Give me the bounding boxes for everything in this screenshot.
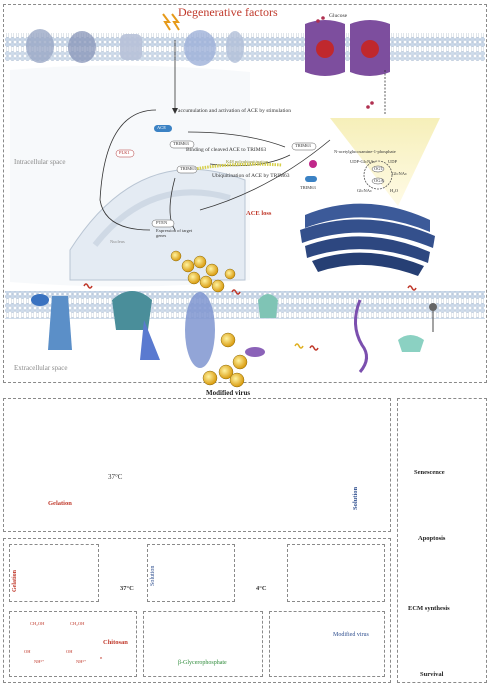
text-binding: Binding of cleaved ACE to TRIM63 bbox=[186, 147, 267, 153]
label-ace: ACE bbox=[157, 125, 166, 130]
virus-cluster-top bbox=[170, 250, 248, 388]
label-udp: UDP bbox=[388, 159, 398, 164]
text-accumulation: accumulation and activation of ACE by st… bbox=[178, 108, 292, 114]
label-oh-1: OH bbox=[24, 649, 31, 654]
label-expression: Expression of target genes bbox=[156, 228, 196, 239]
glucose-transporter-2 bbox=[350, 20, 390, 76]
label-senescence: Senescence bbox=[414, 469, 445, 476]
label-ogt: OGT bbox=[374, 166, 384, 171]
modified-virus-box bbox=[269, 611, 385, 677]
label-chitosan: Chitosan bbox=[103, 639, 128, 646]
label-intracellular-space: Intracellular space bbox=[14, 158, 66, 166]
solution-box bbox=[147, 544, 235, 602]
label-survival: Survival bbox=[420, 671, 444, 678]
endoplasmic-reticulum bbox=[300, 203, 435, 276]
label-temp37-bottom: 37°C bbox=[120, 585, 134, 592]
label-ch2oh-1: CH₂OH bbox=[30, 621, 45, 626]
label-h2o: H₂O bbox=[390, 188, 399, 193]
label-glcnac-b: GlcNAc bbox=[357, 188, 372, 193]
label-trim63-d: TRIM63 bbox=[300, 185, 316, 190]
label-nucleus: Nucleus bbox=[110, 239, 125, 244]
label-extracellular-space: Extracellular space bbox=[14, 364, 68, 372]
outcomes-panel bbox=[397, 398, 487, 683]
label-gelation-bottom: Gelation bbox=[12, 570, 18, 592]
label-trim63-a: TRIM63 bbox=[173, 141, 189, 146]
label-ecm-synthesis: ECM synthesis bbox=[408, 605, 450, 612]
label-np: NP bbox=[60, 465, 70, 473]
label-solution-mid: Solution bbox=[352, 486, 359, 510]
label-pten: PTEN bbox=[156, 220, 168, 225]
label-trim63-c: TRIM63 bbox=[295, 143, 311, 148]
label-sub-n: n bbox=[100, 655, 103, 660]
label-trim63-b: TRIM63 bbox=[180, 166, 196, 171]
text-expression: Expression of target genes bbox=[156, 228, 193, 238]
gelation-box bbox=[9, 544, 99, 602]
label-n-acetyl: N-acetylglucosamine-1-phosphate bbox=[334, 149, 396, 154]
label-ubiquitination: Ubiquitination of ACE by TRIM63 bbox=[212, 173, 292, 179]
chitosan-box bbox=[9, 611, 137, 677]
title-degenerative-factors: Degenerative factors bbox=[178, 5, 278, 19]
label-gelation-mid: Gelation bbox=[48, 500, 72, 507]
label-accumulation: accumulation and activation of ACE by st… bbox=[178, 108, 298, 114]
label-temp-mid: 37°C bbox=[108, 473, 123, 481]
hydrogel-panel bbox=[3, 538, 391, 683]
label-solution-bottom: Solution bbox=[150, 565, 156, 586]
glucose-transporter-1 bbox=[305, 20, 345, 76]
label-oh-2: OH bbox=[66, 649, 73, 654]
label-nh-1: NH³⁺ bbox=[34, 659, 45, 664]
virus-mesh-box bbox=[287, 544, 385, 602]
label-ace-loss: ACE loss bbox=[246, 210, 272, 217]
label-glycerophosphate: β-Glycerophosphate bbox=[178, 660, 227, 666]
label-udp-glcnac: UDP-GlcNAc bbox=[350, 159, 376, 164]
injection-panel bbox=[3, 398, 391, 532]
label-k48: K48 polyubiquitination bbox=[226, 159, 269, 164]
label-glcnac-a: GlcNAc bbox=[392, 171, 407, 176]
text-ubiquitination: Ubiquitination of ACE by TRIM63 bbox=[212, 173, 290, 179]
label-modified-virus: Modified virus bbox=[206, 389, 251, 397]
glycerophosphate-box bbox=[143, 611, 263, 677]
label-binding: Binding of cleaved ACE to TRIM63 bbox=[186, 147, 281, 153]
label-modified-virus-bottom: Modified virus bbox=[333, 632, 369, 638]
label-temp4-bottom: 4°C bbox=[256, 585, 267, 592]
label-plk1: PLK1 bbox=[119, 150, 130, 155]
label-apoptosis: Apoptosis bbox=[418, 535, 446, 542]
label-oga: OGA bbox=[374, 178, 384, 183]
label-glucose: Glucose bbox=[329, 13, 348, 19]
label-ch2oh-2: CH₂OH bbox=[70, 621, 85, 626]
label-nh-2: NH³⁺ bbox=[76, 659, 87, 664]
